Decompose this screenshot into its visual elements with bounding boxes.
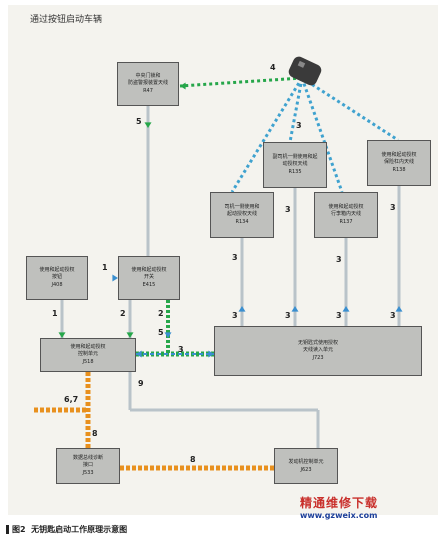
wireless-key-r135 — [288, 77, 304, 143]
label-5b: 5 — [158, 328, 164, 337]
box-antenna-r135: 副司机一侧使用和起 动授权天线 R135 — [263, 142, 327, 188]
label-67: 6,7 — [64, 395, 78, 404]
box-antenna-r134: 司机一侧使用和 起动授权天线 R134 — [210, 192, 274, 238]
box-code: R134 — [235, 219, 249, 225]
label-3a: 3 — [232, 253, 238, 262]
arrow-3d — [395, 306, 403, 312]
label-2b: 2 — [158, 309, 164, 318]
box-code: J623 — [300, 466, 312, 473]
key-fob-button-icon — [297, 60, 306, 68]
arrow-4 — [180, 82, 186, 90]
box-control-j518: 使用和起动授权 控制单元 J518 — [40, 338, 136, 372]
wireless-key-r134 — [230, 77, 304, 193]
arrow-5a — [144, 122, 152, 128]
box-keyless-j723: 无钥匙式使用授权 天线读入单元 J723 — [214, 326, 422, 376]
arrow-3j — [208, 350, 214, 358]
arrow-1b — [58, 332, 66, 338]
label-3b: 3 — [285, 205, 291, 214]
label-3i: 3 — [178, 345, 184, 354]
caption-bar — [6, 525, 9, 534]
box-central-lock-r47: 中央门锁和 防盗警报装置天线 R47 — [117, 62, 179, 106]
label-3j: 3 — [296, 121, 302, 130]
box-diag-j533: 数据总线诊断 接口 J533 — [56, 448, 120, 484]
box-code: J408 — [51, 282, 63, 288]
box-code: R137 — [339, 219, 353, 225]
label-5a: 5 — [136, 117, 142, 126]
arrow-1a — [112, 274, 118, 282]
key-fob-icon — [288, 56, 322, 86]
watermark-name: 精通维修下载 — [300, 496, 379, 510]
box-button-j408: 使用和起动授权 按钮 J408 — [26, 256, 88, 300]
caption-figure: 图2 — [12, 525, 26, 534]
box-engine-j623: 发动机控制单元 J623 — [274, 448, 338, 484]
figure-caption: 图2 无钥匙启动工作原理示意图 — [6, 524, 127, 535]
arrow-3b — [291, 306, 299, 312]
box-label: 使用和起动授权 开关 — [131, 267, 167, 280]
box-code: J533 — [82, 470, 94, 476]
box-switch-e415: 使用和起动授权 开关 E415 — [118, 256, 180, 300]
label-3e: 3 — [232, 311, 238, 320]
box-antenna-r137: 使用和起动授权 行李箱内天线 R137 — [314, 192, 378, 238]
box-antenna-r138: 使用和起动授权 保险杠内天线 R138 — [367, 140, 431, 186]
arrow-3a — [238, 306, 246, 312]
label-3g: 3 — [336, 311, 342, 320]
label-3c: 3 — [336, 255, 342, 264]
box-label: 使用和起动授权 保险杠内天线 — [381, 152, 417, 165]
arrow-2a — [126, 332, 134, 338]
box-code: R47 — [143, 88, 153, 94]
box-code: J723 — [312, 355, 324, 361]
box-code: R138 — [392, 167, 406, 173]
box-label: 无钥匙式使用授权 天线读入单元 — [297, 340, 338, 353]
box-label: 中央门锁和 防盗警报装置天线 — [127, 73, 168, 86]
box-code: R135 — [288, 169, 302, 175]
label-9: 9 — [138, 379, 144, 388]
label-3h: 3 — [390, 311, 396, 320]
wireless-key-r137 — [300, 77, 344, 193]
box-label: 使用和起动授权 行李箱内天线 — [328, 204, 364, 217]
wireless-key-r47 — [179, 76, 303, 88]
label-4: 4 — [270, 63, 276, 72]
arrow-3c — [342, 306, 350, 312]
label-1a: 1 — [102, 263, 108, 272]
label-3f: 3 — [285, 311, 291, 320]
caption-text: 无钥匙启动工作原理示意图 — [31, 525, 128, 534]
arrow-2b — [164, 332, 172, 338]
box-label: 发动机控制单元 — [288, 458, 324, 465]
box-code: E415 — [142, 282, 156, 288]
label-8a: 8 — [92, 429, 98, 438]
label-8b: 8 — [190, 455, 196, 464]
label-1b: 1 — [52, 309, 58, 318]
label-2a: 2 — [120, 309, 126, 318]
arrow-3i — [136, 350, 142, 358]
label-3d: 3 — [390, 203, 396, 212]
page-title: 通过按钮启动车辆 — [30, 15, 103, 25]
box-label: 司机一侧使用和 起动授权天线 — [224, 204, 260, 217]
box-label: 数据总线诊断 接口 — [72, 455, 103, 468]
box-label: 副司机一侧使用和起 动授权天线 — [272, 154, 318, 167]
wireless-key-r138 — [301, 76, 399, 142]
box-label: 使用和起动授权 按钮 — [39, 267, 75, 280]
box-code: J518 — [82, 359, 94, 365]
watermark-url: www.gzweix.com — [300, 511, 378, 520]
box-label: 使用和起动授权 控制单元 — [70, 344, 106, 357]
